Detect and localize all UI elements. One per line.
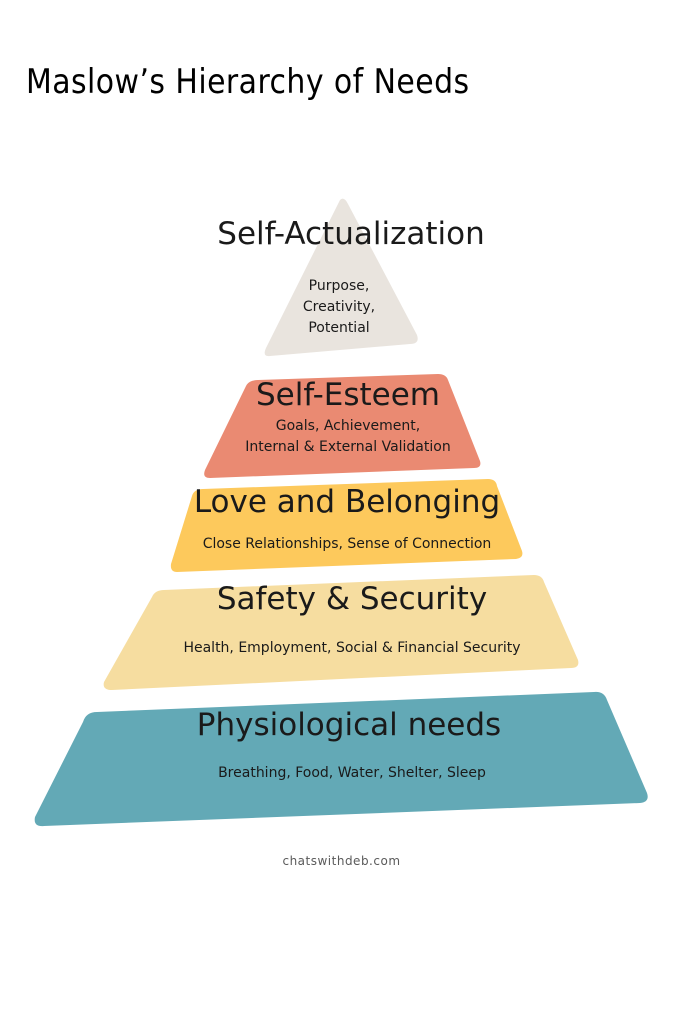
love-belonging-shape	[170, 479, 523, 572]
self-actualization-desc-line: Potential	[308, 320, 370, 336]
self-esteem-desc-line: Goals, Achievement,	[275, 418, 421, 434]
self-esteem-desc-line: Internal & External Validation	[245, 439, 451, 455]
physiological-title: Physiological needs	[196, 707, 502, 743]
self-actualization-desc-line: Creativity,	[302, 299, 376, 315]
physiological-desc-line: Breathing, Food, Water, Shelter, Sleep	[218, 765, 486, 781]
self-actualization-title: Self-Actualization	[217, 216, 485, 252]
self-esteem-shape	[204, 374, 481, 478]
love-belonging-description: Close Relationships, Sense of Connection	[147, 534, 547, 555]
safety-security-description: Health, Employment, Social & Financial S…	[92, 638, 612, 659]
self-actualization-shape	[264, 198, 418, 357]
self-esteem-title: Self-Esteem	[255, 377, 440, 413]
safety-security-title: Safety & Security	[216, 581, 488, 617]
physiological-shape	[34, 691, 648, 827]
self-actualization-desc-line: Purpose,	[308, 278, 370, 294]
safety-security-desc-line: Health, Employment, Social & Financial S…	[183, 640, 521, 656]
safety-security-shape	[103, 575, 579, 690]
self-esteem-description: Goals, Achievement, Internal & External …	[148, 416, 548, 458]
credit-text: chatswithdeb.com	[282, 854, 401, 868]
love-belonging-desc-line: Close Relationships, Sense of Connection	[202, 536, 492, 552]
love-belonging-title: Love and Belonging	[193, 484, 501, 520]
page-title: Maslow’s Hierarchy of Needs	[26, 62, 470, 102]
self-actualization-description: Purpose, Creativity, Potential	[239, 276, 439, 339]
physiological-description: Breathing, Food, Water, Shelter, Sleep	[152, 763, 552, 784]
